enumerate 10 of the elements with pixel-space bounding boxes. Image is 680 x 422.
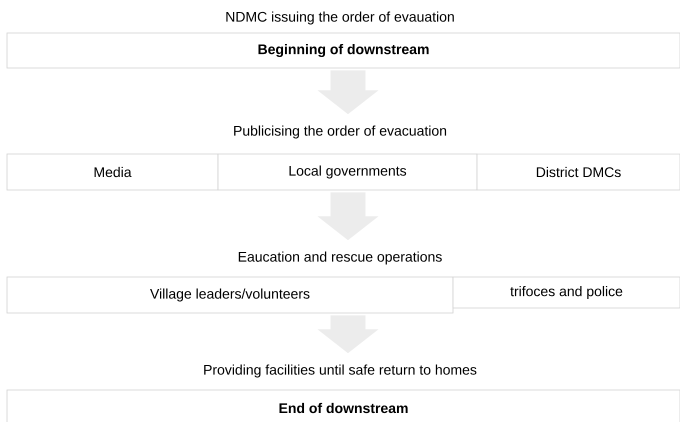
process-box: Media xyxy=(6,154,218,190)
stage-heading: NDMC issuing the order of evauation xyxy=(226,11,454,25)
process-box: Beginning of downstream xyxy=(6,32,680,68)
stage-heading: Providing facilities until safe return to homes xyxy=(204,364,476,378)
process-box: Local governments xyxy=(218,154,478,190)
process-box: End of downstream xyxy=(6,390,680,422)
process-box: trifoces and police xyxy=(452,276,680,308)
stage-heading: Publicising the order of evacuation xyxy=(234,125,446,139)
process-box: District DMCs xyxy=(476,154,680,190)
stage-heading: Eaucation and rescue operations xyxy=(238,251,442,265)
